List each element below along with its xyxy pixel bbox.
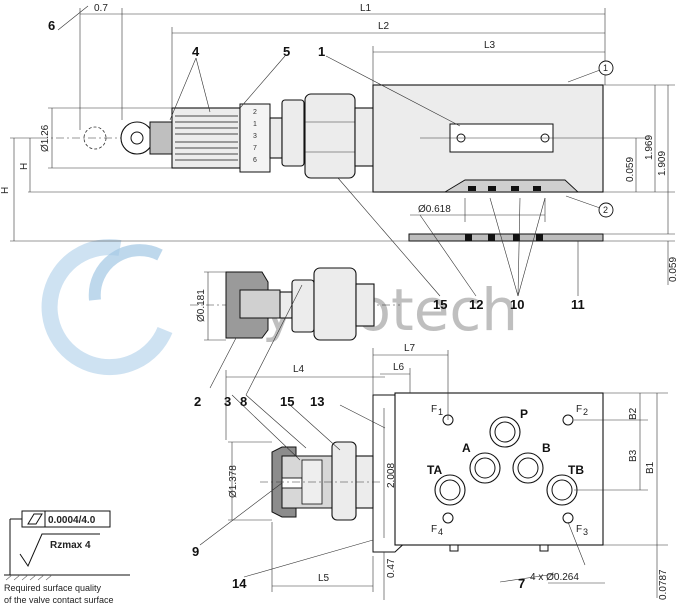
label-f2: F xyxy=(576,404,582,415)
label-ta: TA xyxy=(427,463,442,477)
dim-0-059-bottom: 0.059 xyxy=(668,257,679,282)
callout-7: 7 xyxy=(518,576,525,591)
roughness-value: Rzmax 4 xyxy=(50,540,91,551)
flatness-symbol xyxy=(27,513,43,525)
svg-text:1: 1 xyxy=(438,407,443,417)
dim-1-969: 1.969 xyxy=(644,135,655,160)
dim-l6: L6 xyxy=(393,362,405,373)
top-dimension-lines xyxy=(10,8,675,285)
svg-text:7: 7 xyxy=(253,145,257,152)
dim-0-059-top: 0.059 xyxy=(625,157,636,182)
svg-text:2: 2 xyxy=(253,109,257,116)
callout-11: 11 xyxy=(571,297,585,312)
label-p: P xyxy=(520,407,528,421)
dim-l2: L2 xyxy=(378,21,390,32)
dim-l1: L1 xyxy=(360,3,372,14)
lever-alt-position xyxy=(83,126,107,150)
dim-d0-181: Ø0.181 xyxy=(196,289,207,322)
front-dimension-lines xyxy=(225,348,668,600)
port-ta xyxy=(434,474,466,506)
fixing-hole-f3 xyxy=(562,512,574,524)
top-view: 2 1 3 7 6 xyxy=(40,84,604,242)
port-p xyxy=(489,416,521,448)
callout-12: 12 xyxy=(469,297,483,312)
callout-13: 13 xyxy=(310,394,324,409)
marker-1: 1 xyxy=(603,63,608,73)
label-f3: F xyxy=(576,524,582,535)
dim-d1-378: Ø1.378 xyxy=(228,465,239,498)
dim-l5: L5 xyxy=(318,573,330,584)
dim-b1: B1 xyxy=(645,461,656,474)
front-view xyxy=(260,392,604,553)
tolerance-value: 0.0004/4.0 xyxy=(48,515,96,526)
dim-d1-26: Ø1.26 xyxy=(40,124,51,152)
label-a: A xyxy=(462,441,471,455)
port-a xyxy=(469,452,501,484)
dim-1-909: 1.909 xyxy=(657,151,668,176)
callout-6: 6 xyxy=(48,18,55,33)
roughness-symbol xyxy=(19,533,100,568)
dim-l4: L4 xyxy=(293,364,305,375)
callout-10: 10 xyxy=(510,297,524,312)
svg-text:3: 3 xyxy=(253,133,257,140)
leader-lines xyxy=(57,5,601,583)
label-f4: F xyxy=(431,524,437,535)
hex-nut xyxy=(304,93,356,179)
port-tb xyxy=(546,474,578,506)
svg-text:2: 2 xyxy=(583,407,588,417)
callout-9: 9 xyxy=(192,544,199,559)
port-b xyxy=(512,452,544,484)
label-f1: F xyxy=(431,404,437,415)
adjusting-knob xyxy=(171,107,241,169)
svg-text:4: 4 xyxy=(438,527,443,537)
dim-l3: L3 xyxy=(484,40,496,51)
callout-15a: 15 xyxy=(433,297,447,312)
callout-2: 2 xyxy=(194,394,201,409)
dim-2-008: 2.008 xyxy=(386,463,397,488)
dim-holes: 4 x Ø0.264 xyxy=(530,572,579,583)
callout-numbers: 6 4 5 1 15 12 10 11 2 3 8 15 13 9 14 7 xyxy=(48,18,585,591)
dim-0-7: 0.7 xyxy=(94,3,108,14)
label-tb: TB xyxy=(568,463,584,477)
dim-d0-618: Ø0.618 xyxy=(418,204,451,215)
svg-text:3: 3 xyxy=(583,527,588,537)
dim-b2: B2 xyxy=(628,407,639,420)
callout-1: 1 xyxy=(318,44,325,59)
callout-5: 5 xyxy=(283,44,290,59)
callout-3: 3 xyxy=(224,394,231,409)
marker-2: 2 xyxy=(603,205,608,215)
surface-note-line-1: Required surface quality xyxy=(4,583,102,593)
fixing-hole-f4 xyxy=(442,512,454,524)
surface-note-line-2: of the valve contact surface xyxy=(4,595,114,605)
circled-markers: 1 2 xyxy=(598,60,614,218)
subplate-seal-strip xyxy=(408,233,604,242)
dim-h-inner: H xyxy=(19,163,30,170)
surface-quality-box: 0.0004/4.0 Rzmax 4 Required surface qual… xyxy=(4,510,130,605)
dim-b3: B3 xyxy=(628,449,639,462)
fixing-hole-f2 xyxy=(562,414,574,426)
label-b: B xyxy=(542,441,551,455)
dim-0-47: 0.47 xyxy=(386,558,397,578)
port-labels: P A B TA TB F 1 F 2 F 3 F 4 xyxy=(427,404,588,537)
callout-15b: 15 xyxy=(280,394,294,409)
callout-14: 14 xyxy=(232,576,247,591)
callout-8: 8 xyxy=(240,394,247,409)
svg-text:6: 6 xyxy=(253,157,257,164)
dim-h-outer: H xyxy=(0,187,11,194)
dimension-labels: 0.7 L1 L2 L3 H H Ø1.26 0.059 1.969 1.909… xyxy=(0,3,679,600)
detail-section-view xyxy=(190,267,400,341)
callout-4: 4 xyxy=(192,44,200,59)
svg-text:1: 1 xyxy=(253,121,257,128)
dim-l7: L7 xyxy=(404,343,416,354)
dim-0-0787: 0.0787 xyxy=(658,569,669,600)
